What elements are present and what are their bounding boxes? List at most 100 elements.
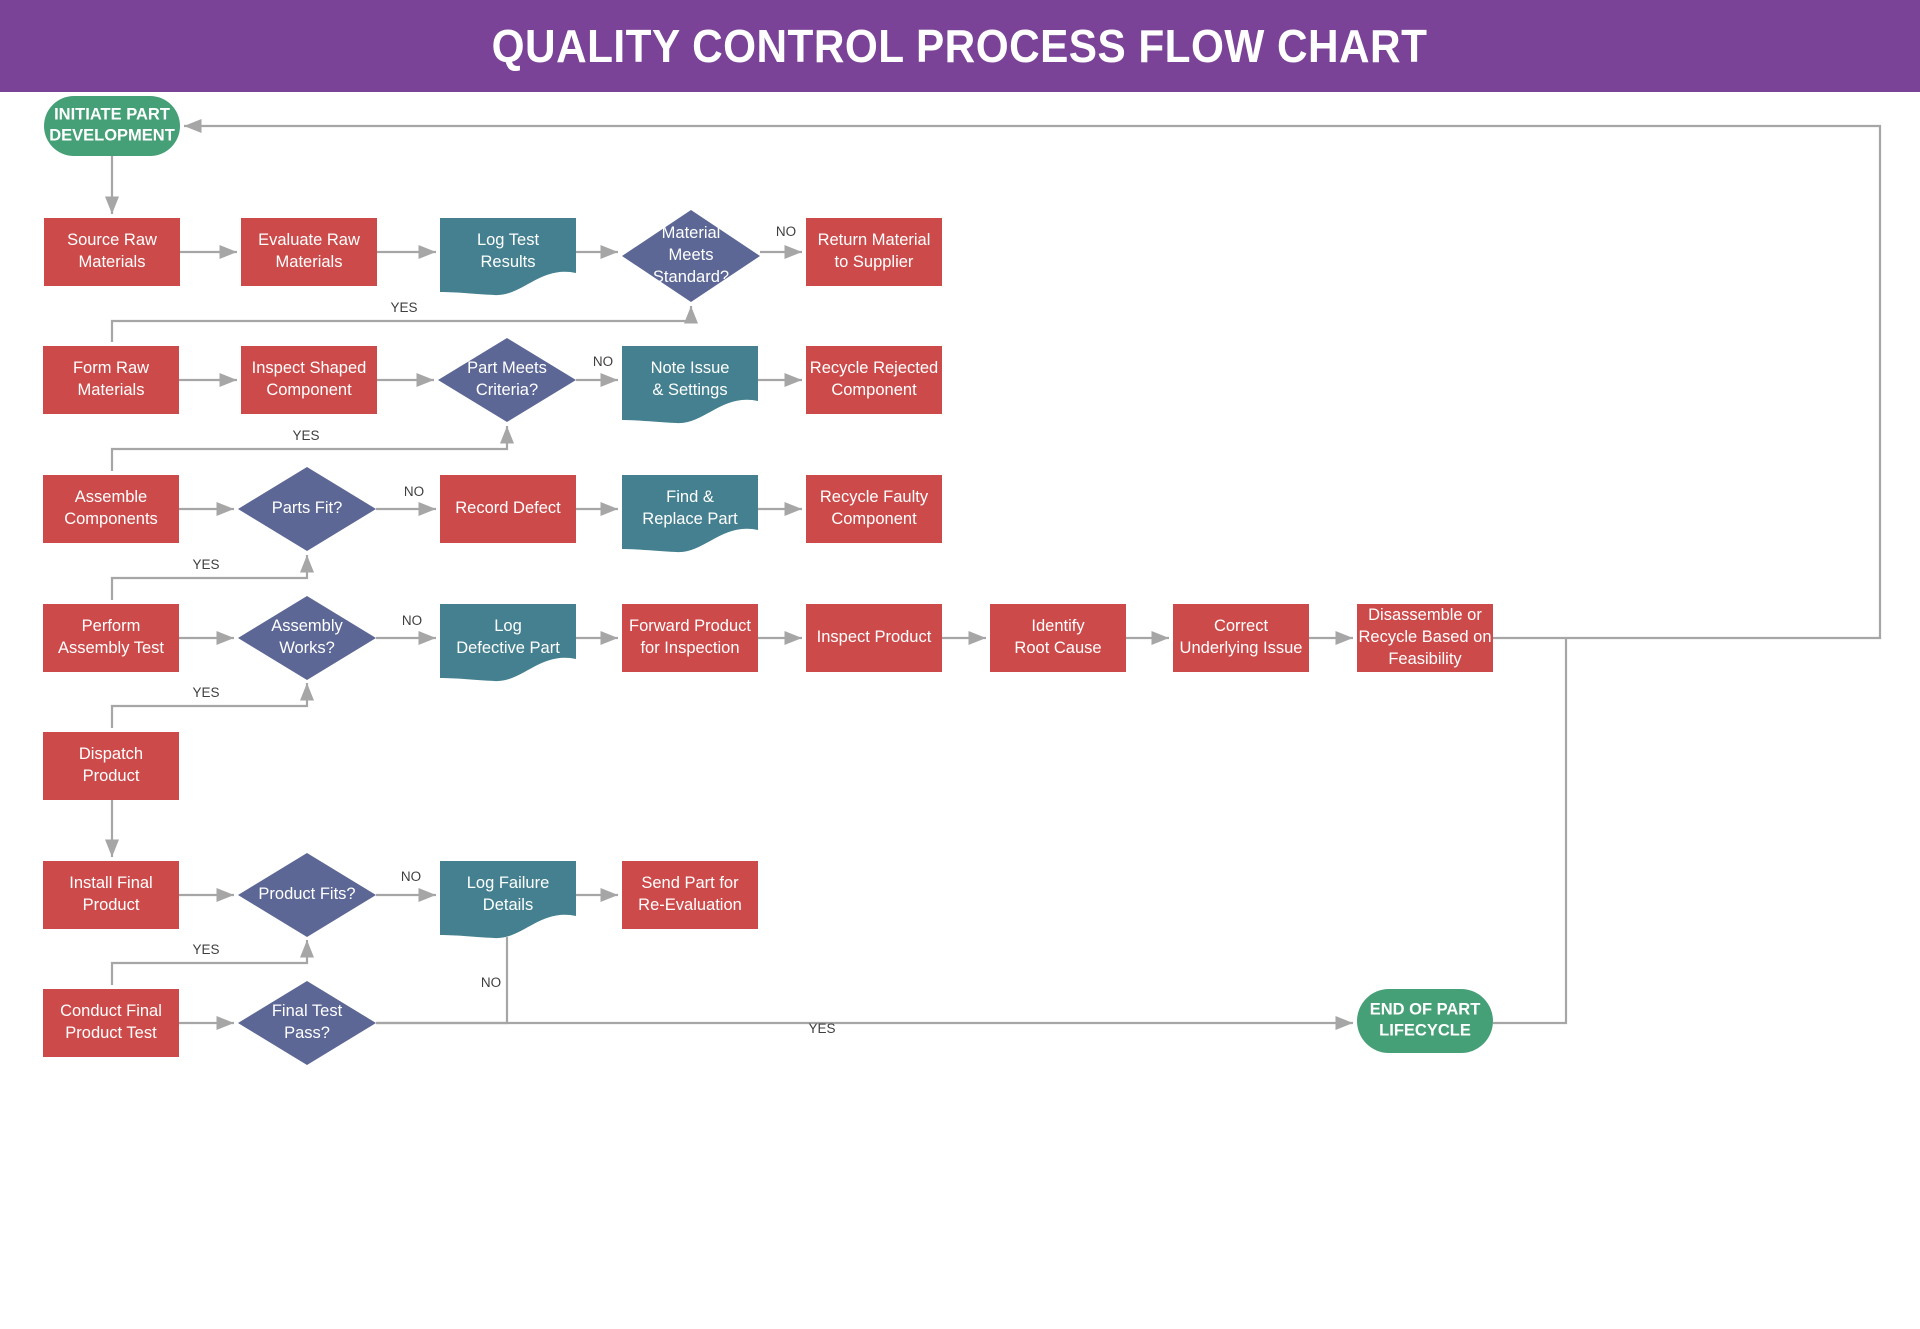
node-label-noteissue: Note Issue& Settings: [651, 359, 730, 399]
connector-productfits-yes-to-conductfinal: [110, 940, 315, 985]
connector-matstd-yes-to-formraw: [110, 306, 699, 342]
node-shape-process: [43, 604, 179, 672]
connector-partmeets-yes-to-assemble: [110, 426, 515, 471]
connector-layer: [104, 118, 1882, 1031]
edge-label-final-yes: YES: [808, 1021, 835, 1036]
node-shape-process: [44, 218, 180, 286]
node-findreplace[interactable]: Find &Replace Part: [622, 475, 758, 553]
node-shape-terminator: [1357, 989, 1493, 1053]
edge-label-final-no: NO: [481, 975, 501, 990]
edge-label-fit-yes: YES: [192, 557, 219, 572]
edge-label-asm-yes: YES: [192, 685, 219, 700]
node-shape-process: [43, 989, 179, 1057]
node-shape-process: [622, 861, 758, 929]
node-label-partsfit: Parts Fit?: [272, 499, 343, 517]
connector-asmworks-yes-to-dispatch: [110, 683, 315, 728]
node-shape-process: [806, 346, 942, 414]
edge-label-asm-no: NO: [402, 613, 422, 628]
connector-end-to-start-feedback: [1493, 638, 1568, 1025]
node-shape-document: [440, 218, 576, 296]
node-shape-process: [43, 861, 179, 929]
node-shape-terminator: [44, 96, 180, 156]
node-inspectprod[interactable]: Inspect Product: [806, 604, 942, 672]
node-shape-decision: [238, 981, 376, 1065]
node-shape-decision: [622, 210, 760, 302]
edge-label-mat-yes: YES: [390, 300, 417, 315]
node-shape-process: [440, 475, 576, 543]
node-partsfit[interactable]: Parts Fit?: [238, 467, 376, 551]
node-shape-decision: [238, 853, 376, 937]
connector-disassemble-to-start-feedback: [184, 118, 1882, 640]
node-shape-process: [806, 218, 942, 286]
node-recorddefect[interactable]: Record Defect: [440, 475, 576, 543]
node-shape-document: [440, 604, 576, 682]
node-productfits[interactable]: Product Fits?: [238, 853, 376, 937]
edge-label-prod-yes: YES: [192, 942, 219, 957]
node-shape-process: [43, 475, 179, 543]
node-shape-process: [806, 475, 942, 543]
node-shape-decision: [238, 467, 376, 551]
node-shape-document: [440, 861, 576, 939]
page-header-banner: Quality Control Process Flow Chart: [0, 0, 1920, 92]
node-shape-process: [1357, 604, 1493, 672]
node-noteissue[interactable]: Note Issue& Settings: [622, 346, 758, 424]
edge-label-part-no: NO: [593, 354, 613, 369]
node-shape-process: [43, 732, 179, 800]
node-shape-process: [622, 604, 758, 672]
node-label-productfits: Product Fits?: [258, 885, 355, 903]
node-shape-process: [241, 218, 377, 286]
node-shape-process: [806, 604, 942, 672]
